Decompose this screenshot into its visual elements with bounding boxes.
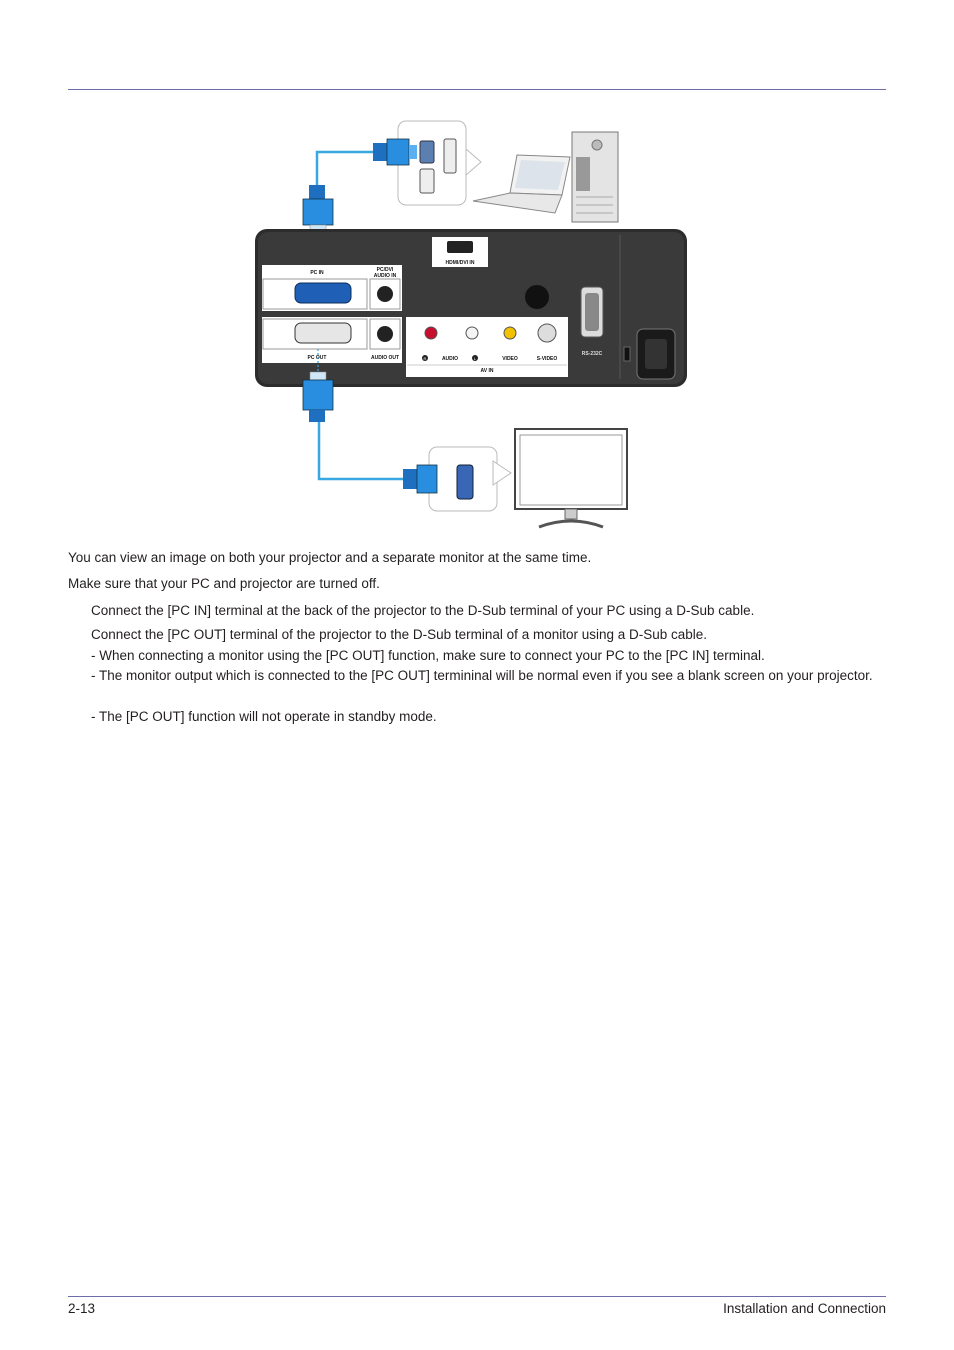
- footer-rule: [68, 1296, 886, 1297]
- pc-dsub-callout: [397, 120, 482, 206]
- preparation-text: Make sure that your PC and projector are…: [68, 576, 380, 591]
- note-3-text: - The [PC OUT] function will not operate…: [91, 709, 437, 724]
- step-1-text: Connect the [PC IN] terminal at the back…: [91, 603, 755, 618]
- av-l-label: L: [474, 356, 477, 361]
- hdmi-label: HDMI/DVI IN: [446, 260, 475, 266]
- dsub-plug-pc-in: [302, 185, 334, 234]
- dsub-plug-pc-out: [302, 371, 334, 422]
- connection-diagram: HDMI/DVI IN PC IN PC/DVI AUDIO IN PC OUT…: [255, 120, 687, 529]
- projector-back-panel: HDMI/DVI IN PC IN PC/DVI AUDIO IN PC OUT…: [255, 229, 687, 387]
- intro-text: You can view an image on both your proje…: [68, 550, 592, 565]
- dsub-plug-pc: [373, 138, 417, 166]
- pc-out-label: PC OUT: [308, 355, 327, 361]
- step-2-text: Connect the [PC OUT] terminal of the pro…: [91, 627, 708, 642]
- pc-in-label: PC IN: [310, 270, 324, 276]
- pc-audio-in-label-line2: AUDIO IN: [374, 273, 397, 279]
- note-1-text: - When connecting a monitor using the [P…: [91, 648, 765, 663]
- audio-out-label: AUDIO OUT: [371, 355, 399, 361]
- rs232c-label: RS-232C: [582, 351, 603, 357]
- monitor-dsub-callout: [428, 446, 512, 512]
- desktop-tower-icon: [571, 131, 619, 223]
- monitor-icon: [514, 428, 628, 529]
- note-2-text: - The monitor output which is connected …: [91, 668, 873, 683]
- section-title: Installation and Connection: [723, 1301, 886, 1316]
- av-in-label: AV IN: [481, 368, 494, 374]
- pc-audio-in-label-line1: PC/DVI: [377, 267, 394, 273]
- av-audio-label: AUDIO: [442, 356, 458, 362]
- laptop-icon: [472, 154, 571, 214]
- page-number: 2-13: [68, 1301, 96, 1316]
- dsub-plug-monitor: [403, 464, 438, 494]
- video-label: VIDEO: [502, 356, 518, 362]
- av-r-label: R: [424, 356, 427, 361]
- cable-pc-out: [317, 422, 407, 481]
- s-video-label: S-VIDEO: [537, 356, 558, 362]
- header-rule: [68, 89, 886, 90]
